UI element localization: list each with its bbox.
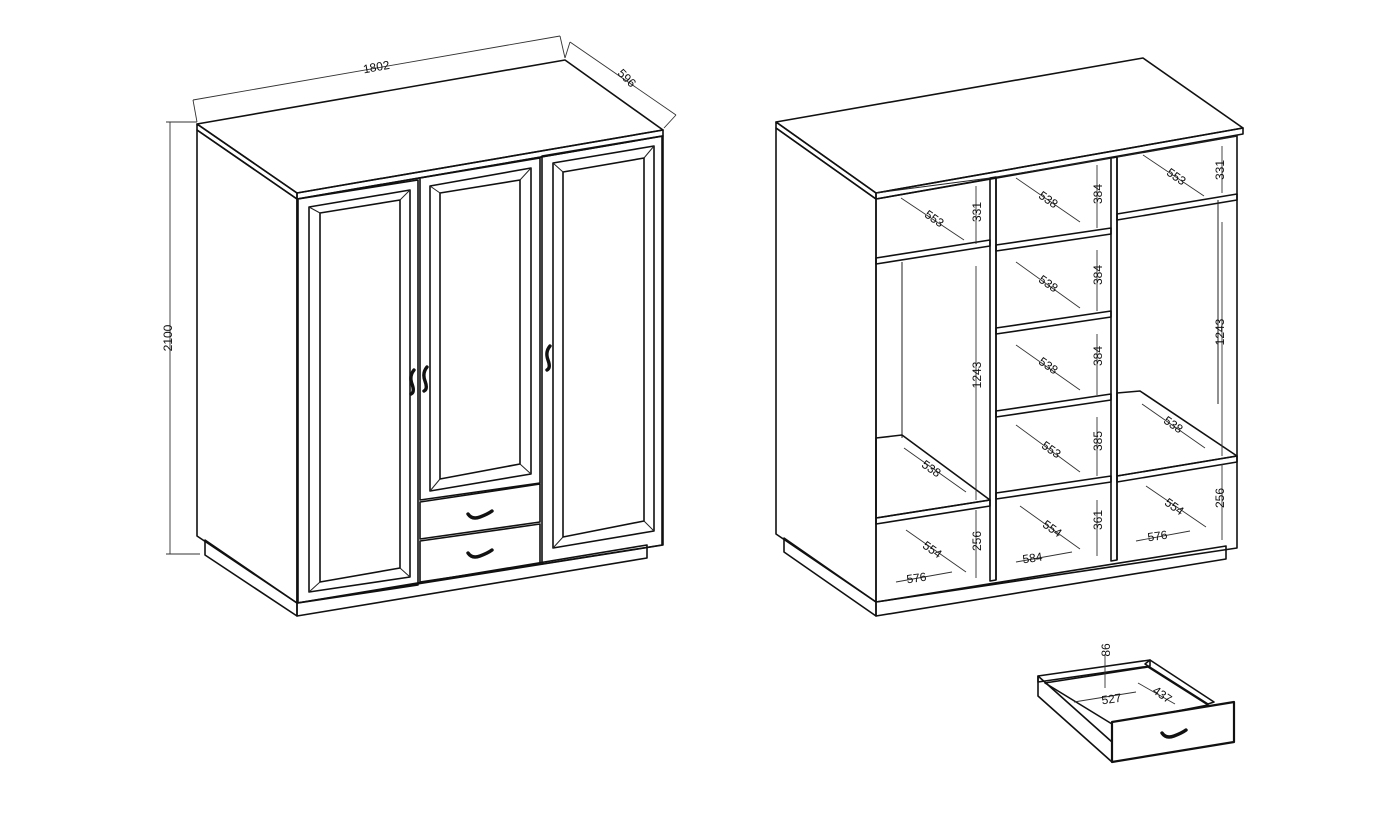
right-bottom-shelf — [1116, 455, 1238, 483]
dim-middle-shelf1-height: 384 — [1091, 184, 1105, 204]
middle-shelf-4 — [995, 475, 1112, 500]
dim-drawer-width: 527 — [1101, 691, 1123, 708]
middle-door[interactable] — [419, 157, 541, 501]
right-door-handle-icon[interactable] — [545, 344, 552, 372]
dim-right-top-shelf-height: 331 — [1213, 160, 1227, 180]
drawer-front-handle-icon[interactable] — [1160, 728, 1188, 739]
dim-closed-height: 2100 — [161, 324, 175, 351]
dim-middle-drawer-width: 584 — [1022, 550, 1044, 567]
closed-lower-drawer[interactable] — [419, 523, 541, 583]
closed-upper-drawer[interactable] — [419, 483, 541, 540]
dim-right-bottom-height: 256 — [1213, 488, 1227, 508]
closed-wardrobe-view: 1802 596 2100 — [161, 35, 677, 617]
dim-closed-width: 1802 — [362, 58, 391, 76]
drawer-right-side — [1144, 659, 1215, 705]
left-door[interactable] — [297, 179, 419, 604]
middle-door-panel-outer — [429, 167, 532, 492]
left-door-panel-outer — [308, 189, 411, 593]
drawer-detail-view: 86 527 437 — [1037, 643, 1236, 764]
right-top-shelf — [1116, 193, 1238, 221]
left-door-handle-icon[interactable] — [409, 368, 416, 396]
dim-left-top-shelf-depth: 553 — [922, 207, 947, 230]
open-wardrobe-view: 553 331 1243 538 554 256 576 538 384 538… — [775, 57, 1244, 617]
dim-middle-shelf1-depth: 538 — [1036, 188, 1061, 211]
dim-middle-drawer-height: 361 — [1091, 510, 1105, 530]
dim-right-bottom-depth: 554 — [1162, 495, 1187, 518]
left-top-shelf — [875, 239, 991, 265]
dim-right-top-shelf-depth: 553 — [1164, 165, 1189, 188]
drawer-front-panel[interactable] — [1110, 700, 1236, 764]
dim-middle-shelf3-height: 384 — [1091, 346, 1105, 366]
middle-shelf-1 — [995, 227, 1112, 252]
partition-left — [989, 176, 997, 582]
open-side-panel — [775, 127, 877, 603]
drawer-bottom — [1044, 666, 1209, 725]
dim-left-top-shelf-height: 331 — [970, 202, 984, 222]
open-top-front-edge — [875, 127, 1244, 200]
closed-front-panel — [296, 135, 664, 604]
dim-left-bottom-width: 576 — [906, 570, 928, 587]
left-door-panel-inner — [319, 199, 401, 583]
drawer-back — [1037, 659, 1151, 683]
drawer-left-side — [1037, 675, 1113, 763]
dim-middle-drawer-depth: 554 — [1040, 517, 1065, 540]
lower-drawer-handle-icon[interactable] — [466, 548, 494, 559]
middle-shelf-2 — [995, 310, 1112, 335]
upper-drawer-handle-icon[interactable] — [466, 509, 494, 520]
open-plinth-front — [875, 545, 1227, 617]
dim-drawer-depth: 437 — [1150, 683, 1175, 706]
dim-left-floor-depth: 538 — [919, 457, 944, 480]
dim-left-hanging-height: 1243 — [970, 361, 984, 388]
middle-door-panel-inner — [439, 179, 521, 480]
right-door-panel-inner — [562, 157, 645, 538]
middle-door-handle-icon[interactable] — [422, 365, 429, 393]
dim-right-floor-depth: 538 — [1161, 413, 1186, 436]
closed-plinth-front — [296, 544, 648, 617]
closed-side-panel — [196, 129, 298, 604]
middle-shelf-3 — [995, 393, 1112, 418]
dim-right-bottom-width: 576 — [1147, 528, 1169, 545]
dim-middle-shelf2-height: 384 — [1091, 265, 1105, 285]
right-door[interactable] — [541, 135, 663, 565]
dim-right-hanging-height: 1243 — [1213, 318, 1227, 345]
right-door-panel-outer — [552, 145, 655, 549]
left-bottom-shelf — [875, 499, 991, 525]
partition-right — [1110, 156, 1118, 562]
dim-middle-shelf4-height: 385 — [1091, 431, 1105, 451]
dim-left-bottom-height: 256 — [970, 531, 984, 551]
dim-left-bottom-depth: 554 — [920, 538, 945, 561]
dim-drawer-height: 86 — [1099, 643, 1113, 657]
